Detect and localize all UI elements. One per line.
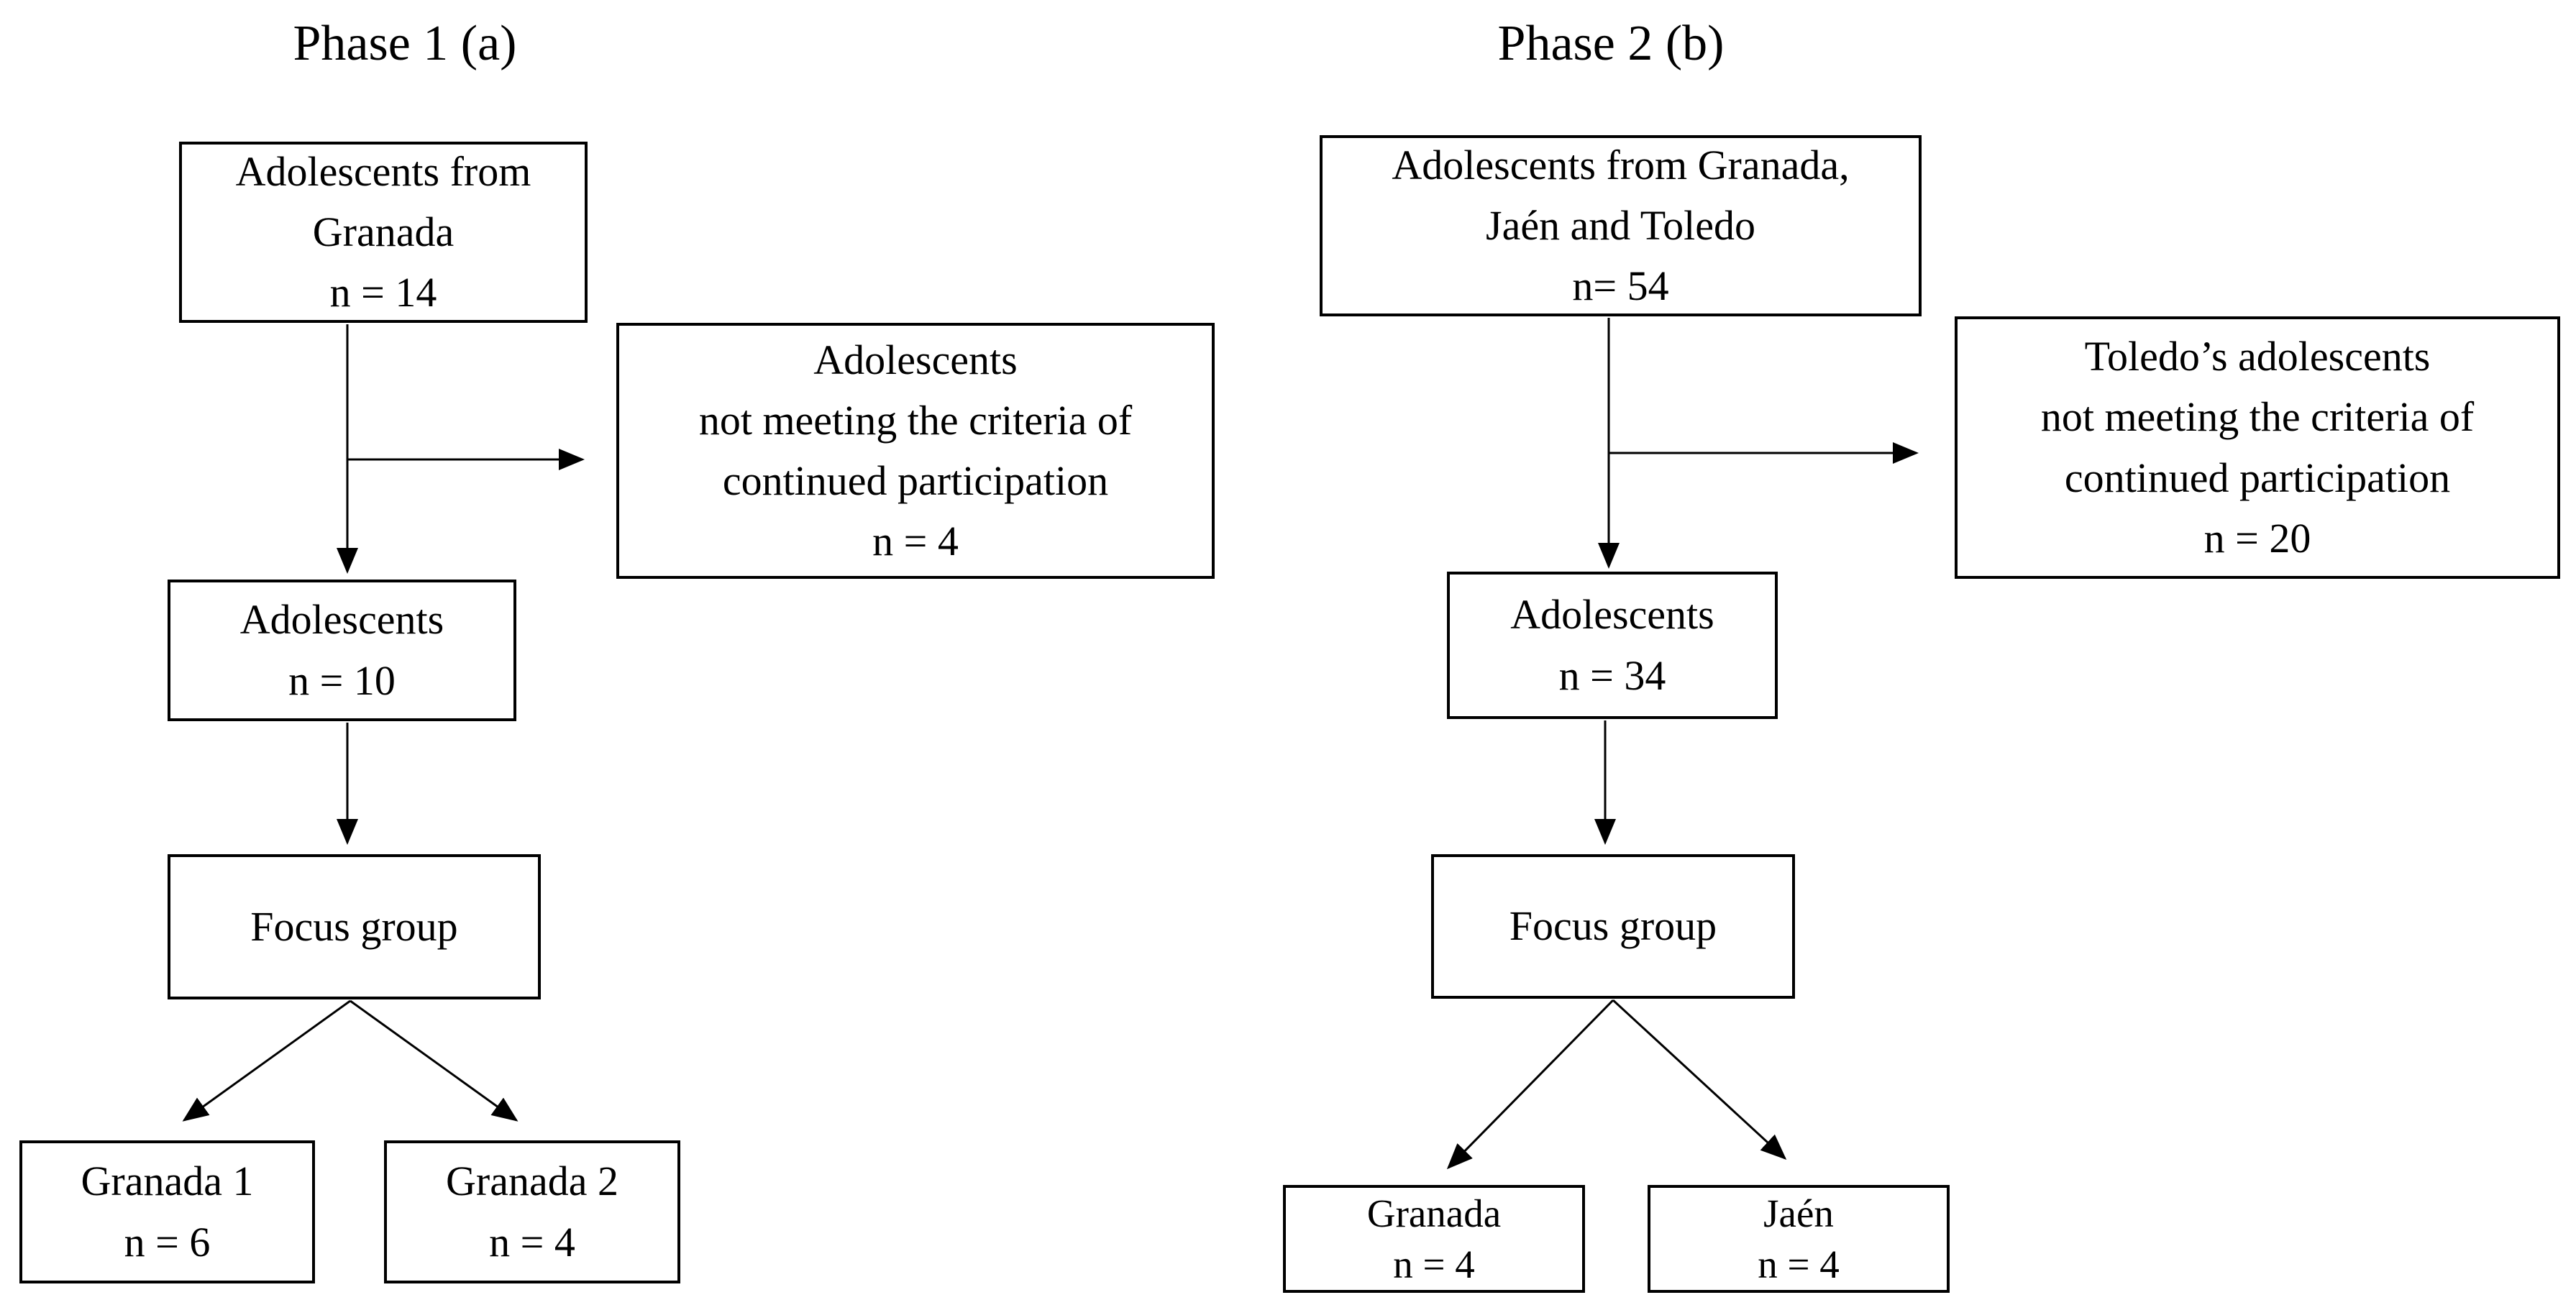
box-line: not meeting the criteria of — [2040, 393, 2475, 441]
phase2-focus-group-box: Focus group — [1431, 854, 1795, 999]
box-line: not meeting the criteria of — [698, 396, 1133, 444]
box-line: n = 20 — [2203, 514, 2311, 562]
box-line: n = 4 — [872, 518, 959, 565]
box-line: Jaén and Toledo — [1486, 201, 1755, 249]
phase2-arrow-diag-left — [1446, 999, 1614, 1170]
box-line: n = 4 — [489, 1218, 575, 1265]
box-line: Granada 1 — [81, 1158, 254, 1205]
box-line: n= 54 — [1572, 262, 1669, 310]
box-line: Focus group — [1509, 902, 1717, 950]
phase1-granada1-box: Granada 1 n = 6 — [19, 1140, 315, 1283]
phase2-continuing-box: Adolescents n = 34 — [1447, 572, 1778, 719]
phase1-arrow-diag-right — [350, 999, 519, 1122]
phase2-granada-box: Granada n = 4 — [1283, 1185, 1585, 1293]
box-line: Adolescents from Granada, — [1392, 141, 1850, 188]
box-line: Adolescents — [239, 596, 444, 644]
phase2-arrow-diag-right — [1612, 999, 1787, 1161]
box-line: n = 14 — [329, 269, 437, 316]
phase2-jaen-box: Jaén n = 4 — [1648, 1185, 1950, 1293]
box-line: n = 4 — [1393, 1242, 1475, 1286]
box-line: n = 4 — [1758, 1242, 1840, 1286]
box-line: continued participation — [722, 457, 1109, 504]
box-line: n = 10 — [288, 656, 396, 704]
box-line: Granada 2 — [446, 1158, 618, 1205]
box-line: continued participation — [2064, 454, 2451, 501]
phase2-title: Phase 2 (b) — [1497, 16, 1725, 71]
box-line: n = 34 — [1558, 651, 1666, 699]
box-line: Focus group — [250, 902, 458, 950]
phase1-arrow-diag-left — [182, 999, 351, 1122]
phase2-initial-box: Adolescents from Granada, Jaén and Toled… — [1320, 135, 1922, 316]
box-line: Jaén — [1763, 1191, 1834, 1235]
box-line: Granada — [312, 208, 455, 255]
box-line: Adolescents — [1510, 591, 1714, 638]
box-line: Toledo’s adolescents — [2084, 333, 2431, 380]
box-line: Adolescents — [813, 336, 1018, 383]
box-line: Adolescents from — [235, 147, 531, 195]
phase1-title: Phase 1 (a) — [293, 16, 517, 71]
box-line: Granada — [1366, 1191, 1502, 1235]
phase1-focus-group-box: Focus group — [168, 854, 541, 999]
phase1-initial-box: Adolescents from Granada n = 14 — [179, 142, 588, 323]
phase1-continuing-box: Adolescents n = 10 — [168, 580, 516, 721]
box-line: n = 6 — [124, 1218, 211, 1265]
phase1-excluded-box: Adolescents not meeting the criteria of … — [616, 323, 1215, 579]
phase2-excluded-box: Toledo’s adolescents not meeting the cri… — [1955, 316, 2560, 579]
phase1-granada2-box: Granada 2 n = 4 — [384, 1140, 680, 1283]
